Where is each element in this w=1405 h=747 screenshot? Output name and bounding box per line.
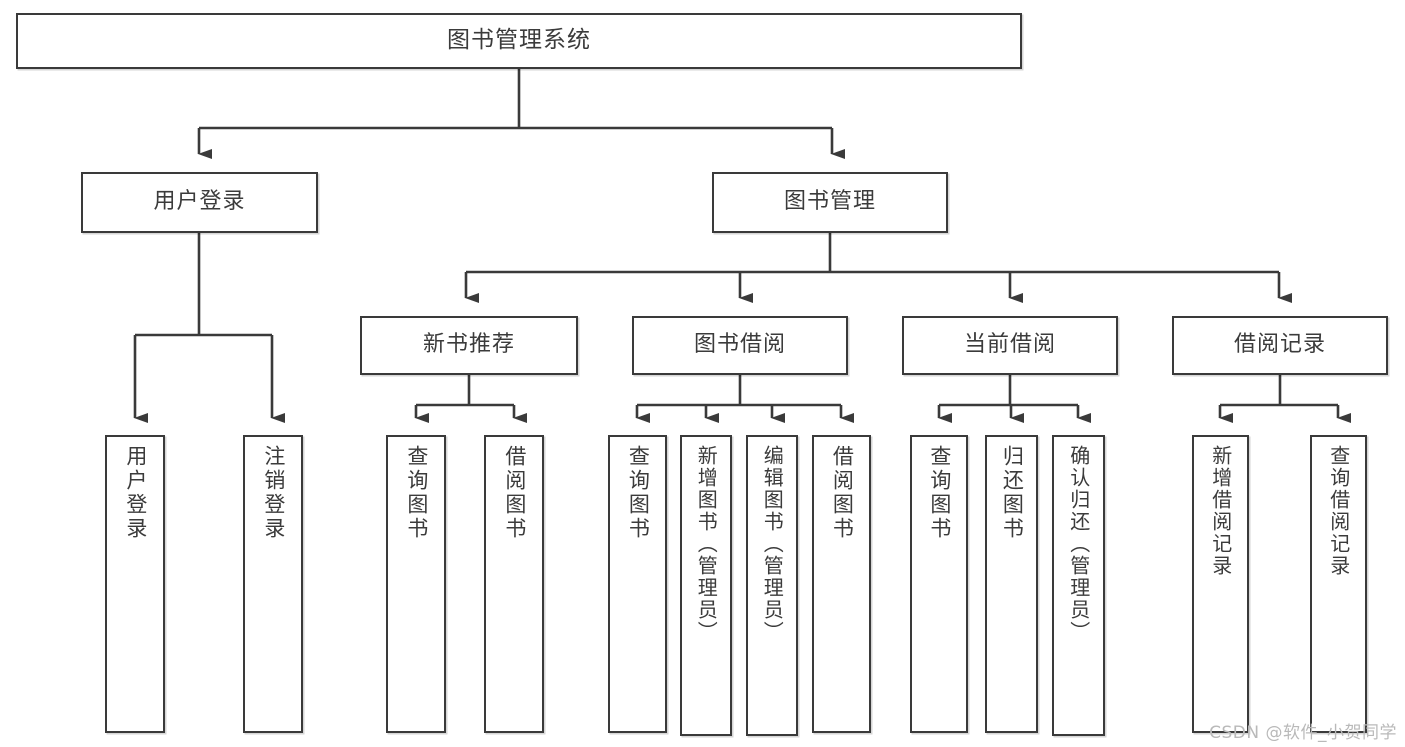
node-level2-2[interactable]: 当前借阅 (902, 316, 1118, 375)
node-level1-0[interactable]: 用户登录 (81, 172, 318, 233)
node-leaf-label: 新增图书（管理员） (694, 445, 719, 643)
watermark-text: CSDN @软件_小贺同学 (1209, 723, 1397, 743)
node-label: 当前借阅 (963, 332, 1056, 358)
node-leaf-label: 确认归还（管理员） (1066, 445, 1091, 643)
node-leaf-label: 查询图书 (927, 445, 952, 541)
node-leaf-10[interactable]: 确认归还（管理员） (1052, 435, 1105, 736)
node-leaf-1[interactable]: 注销登录 (243, 435, 303, 733)
node-label: 图书借阅 (693, 332, 786, 358)
node-level2-3[interactable]: 借阅记录 (1172, 316, 1388, 375)
node-leaf-label: 查询图书 (626, 445, 651, 541)
node-leaf-8[interactable]: 查询图书 (910, 435, 968, 733)
node-leaf-11[interactable]: 新增借阅记录 (1192, 435, 1249, 733)
node-leaf-3[interactable]: 借阅图书 (484, 435, 544, 733)
node-leaf-9[interactable]: 归还图书 (985, 435, 1038, 733)
node-leaf-label: 新增借阅记录 (1208, 445, 1233, 577)
node-leaf-label: 查询借阅记录 (1326, 445, 1351, 577)
node-leaf-label: 借阅图书 (502, 445, 527, 541)
node-leaf-label: 归还图书 (1000, 445, 1025, 541)
node-leaf-label: 借阅图书 (830, 445, 855, 541)
node-leaf-4[interactable]: 查询图书 (608, 435, 667, 733)
node-leaf-2[interactable]: 查询图书 (386, 435, 446, 733)
node-level2-1[interactable]: 图书借阅 (632, 316, 848, 375)
node-leaf-label: 编辑图书（管理员） (760, 445, 785, 643)
node-leaf-5[interactable]: 新增图书（管理员） (680, 435, 732, 736)
node-label: 用户登录 (153, 189, 246, 215)
node-leaf-0[interactable]: 用户登录 (105, 435, 165, 733)
node-label: 新书推荐 (422, 332, 515, 358)
node-leaf-12[interactable]: 查询借阅记录 (1310, 435, 1367, 733)
node-leaf-6[interactable]: 编辑图书（管理员） (746, 435, 798, 736)
node-root-system[interactable]: 图书管理系统 (16, 13, 1022, 69)
node-leaf-label: 用户登录 (123, 445, 148, 541)
node-level1-1[interactable]: 图书管理 (712, 172, 948, 233)
node-level2-0[interactable]: 新书推荐 (360, 316, 578, 375)
node-label: 图书管理 (783, 189, 876, 215)
node-leaf-label: 注销登录 (261, 445, 286, 541)
node-label: 借阅记录 (1233, 332, 1326, 358)
node-root-label: 图书管理系统 (447, 27, 591, 54)
node-leaf-label: 查询图书 (404, 445, 429, 541)
node-leaf-7[interactable]: 借阅图书 (812, 435, 871, 733)
